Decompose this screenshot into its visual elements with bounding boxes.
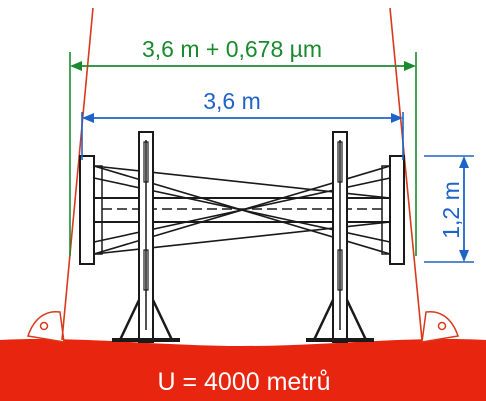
outer-dimension <box>69 52 417 256</box>
earth-surface <box>0 310 486 401</box>
left-mirror <box>79 155 95 265</box>
interferometer-apparatus <box>79 131 405 343</box>
left-stand <box>112 131 180 343</box>
vertical-radius-lines <box>61 7 423 341</box>
right-stand <box>306 131 374 343</box>
inner-span-label: 3,6 m <box>203 88 261 114</box>
height-dimension <box>424 155 474 263</box>
height-label: 1,2 m <box>438 181 464 239</box>
outer-span-label: 3,6 m + 0,678 µm <box>142 36 322 62</box>
inner-dimension <box>81 112 404 160</box>
altitude-caption: U = 4000 metrů <box>157 368 331 396</box>
right-mirror <box>389 155 405 265</box>
